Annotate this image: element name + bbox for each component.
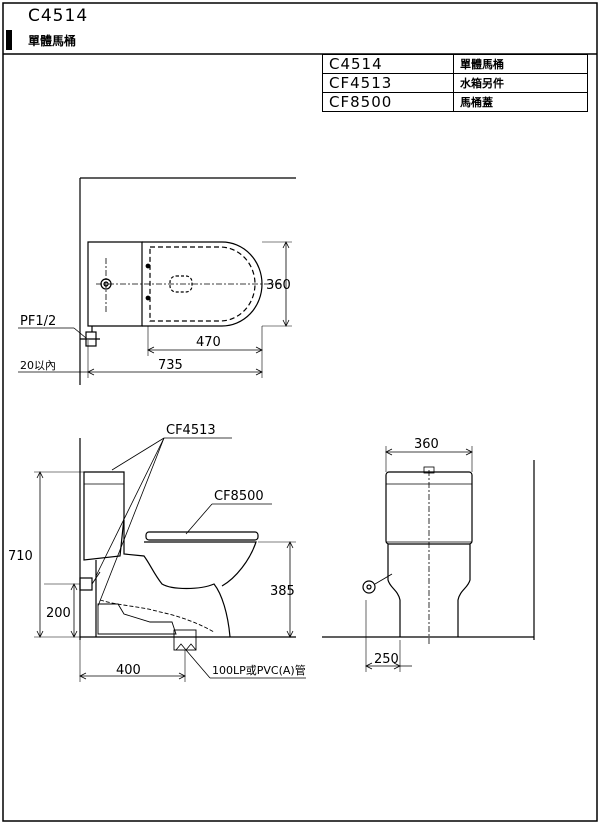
dim-side-rough-in: 400 bbox=[116, 663, 141, 678]
seat-lid-side bbox=[145, 531, 259, 541]
supply-valve-front bbox=[362, 580, 376, 594]
part-desc: 馬桶蓋 bbox=[453, 92, 588, 112]
bowl-right-front bbox=[457, 544, 471, 637]
dim-side-supply: 200 bbox=[46, 606, 71, 621]
dim-front-width: 360 bbox=[414, 437, 439, 452]
dim-top-total: 735 bbox=[158, 358, 183, 373]
dim-side-seat: 385 bbox=[270, 584, 295, 599]
label-tank-parts: CF4513 bbox=[166, 423, 216, 438]
supply-valve-side bbox=[79, 577, 93, 591]
top-view bbox=[18, 177, 296, 385]
bowl-rim-side bbox=[144, 541, 257, 587]
trapway-side bbox=[99, 599, 215, 633]
part-code: CF4513 bbox=[322, 73, 454, 93]
dim-front-base: 250 bbox=[374, 652, 399, 667]
header-marker bbox=[6, 30, 12, 50]
part-desc: 水箱另件 bbox=[453, 73, 588, 93]
bowl-left-front bbox=[387, 544, 401, 637]
parts-row: CF4513 水箱另件 bbox=[322, 73, 588, 93]
parts-row: C4514 單體馬桶 bbox=[322, 54, 588, 74]
dim-top-wall: 20以內 bbox=[20, 359, 56, 372]
part-code: CF8500 bbox=[322, 92, 454, 112]
tank-outline-side bbox=[83, 471, 125, 561]
trapway-base bbox=[97, 603, 177, 635]
label-drain: 100LP或PVC(A)管 bbox=[212, 663, 306, 677]
side-view bbox=[34, 437, 306, 682]
model-name: 單體馬桶 bbox=[28, 34, 77, 48]
seat-outline-top bbox=[149, 246, 256, 322]
bowl-body-side bbox=[123, 520, 231, 638]
dim-side-height: 710 bbox=[8, 549, 33, 564]
dim-top-width: 360 bbox=[266, 278, 291, 293]
label-seat: CF8500 bbox=[214, 489, 264, 504]
part-code: C4514 bbox=[322, 54, 454, 74]
part-desc: 單體馬桶 bbox=[453, 54, 588, 74]
label-supply: PF1/2 bbox=[20, 314, 56, 329]
dim-top-seat: 470 bbox=[196, 335, 221, 350]
parts-table: C4514 單體馬桶 CF4513 水箱另件 CF8500 馬桶蓋 bbox=[322, 54, 588, 112]
drain-pipe bbox=[173, 629, 197, 651]
parts-row: CF8500 馬桶蓋 bbox=[322, 92, 588, 112]
front-view bbox=[322, 446, 535, 672]
model-code: C4514 bbox=[28, 6, 89, 26]
